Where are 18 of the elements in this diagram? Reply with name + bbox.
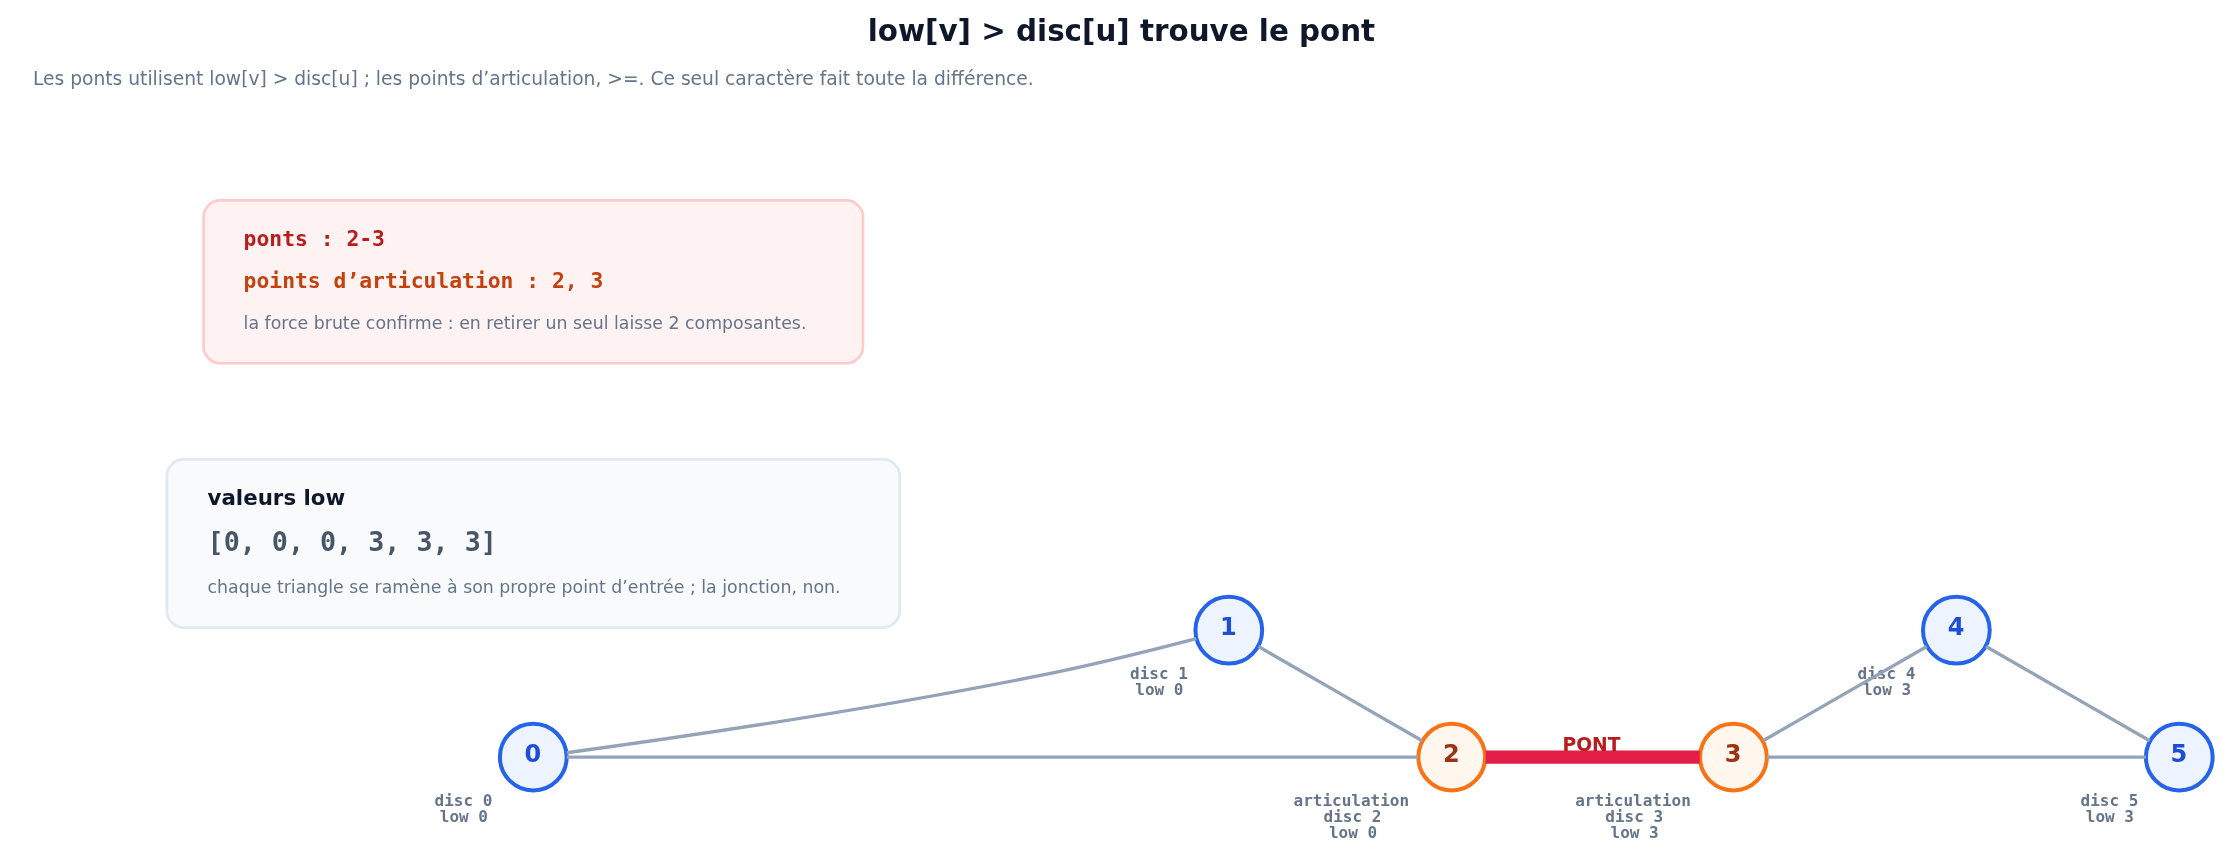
node-circle: 3: [1698, 721, 1769, 793]
node-circle: 4: [1921, 594, 1992, 666]
connector: [566, 755, 1419, 759]
caption: Les ponts utilisent low[v] > disc[u] ; les points d’articulation, >=. Ce seul caractère fait toute la différence.: [32, 68, 1034, 90]
node-circle: 2: [1416, 721, 1488, 793]
node-label: low 3: [1862, 680, 1912, 700]
connector: [1257, 645, 1423, 743]
connector: [1485, 750, 1700, 764]
node-circle: 1: [1193, 594, 1265, 666]
diagram-title: low[v] > disc[u] trouve le pont: [867, 13, 1376, 48]
node-circle: 5: [2143, 721, 2215, 793]
edge-label: PONT: [1562, 733, 1621, 755]
node-circle: 0: [497, 721, 569, 793]
node-box: valeurs low [0, 0, 0, 3, 3, 3] chaque triangle se ramène à son propre point d’entrée ; la jonction, non.: [165, 458, 902, 629]
node-box: ponts : 2-3 points d’articulation : 2, 3 la force brute confirme : en retirer un seul laisse 2 composantes.: [202, 199, 865, 365]
connector: [1766, 755, 2146, 759]
connector: [1985, 645, 2151, 743]
connector: [1762, 645, 1928, 743]
